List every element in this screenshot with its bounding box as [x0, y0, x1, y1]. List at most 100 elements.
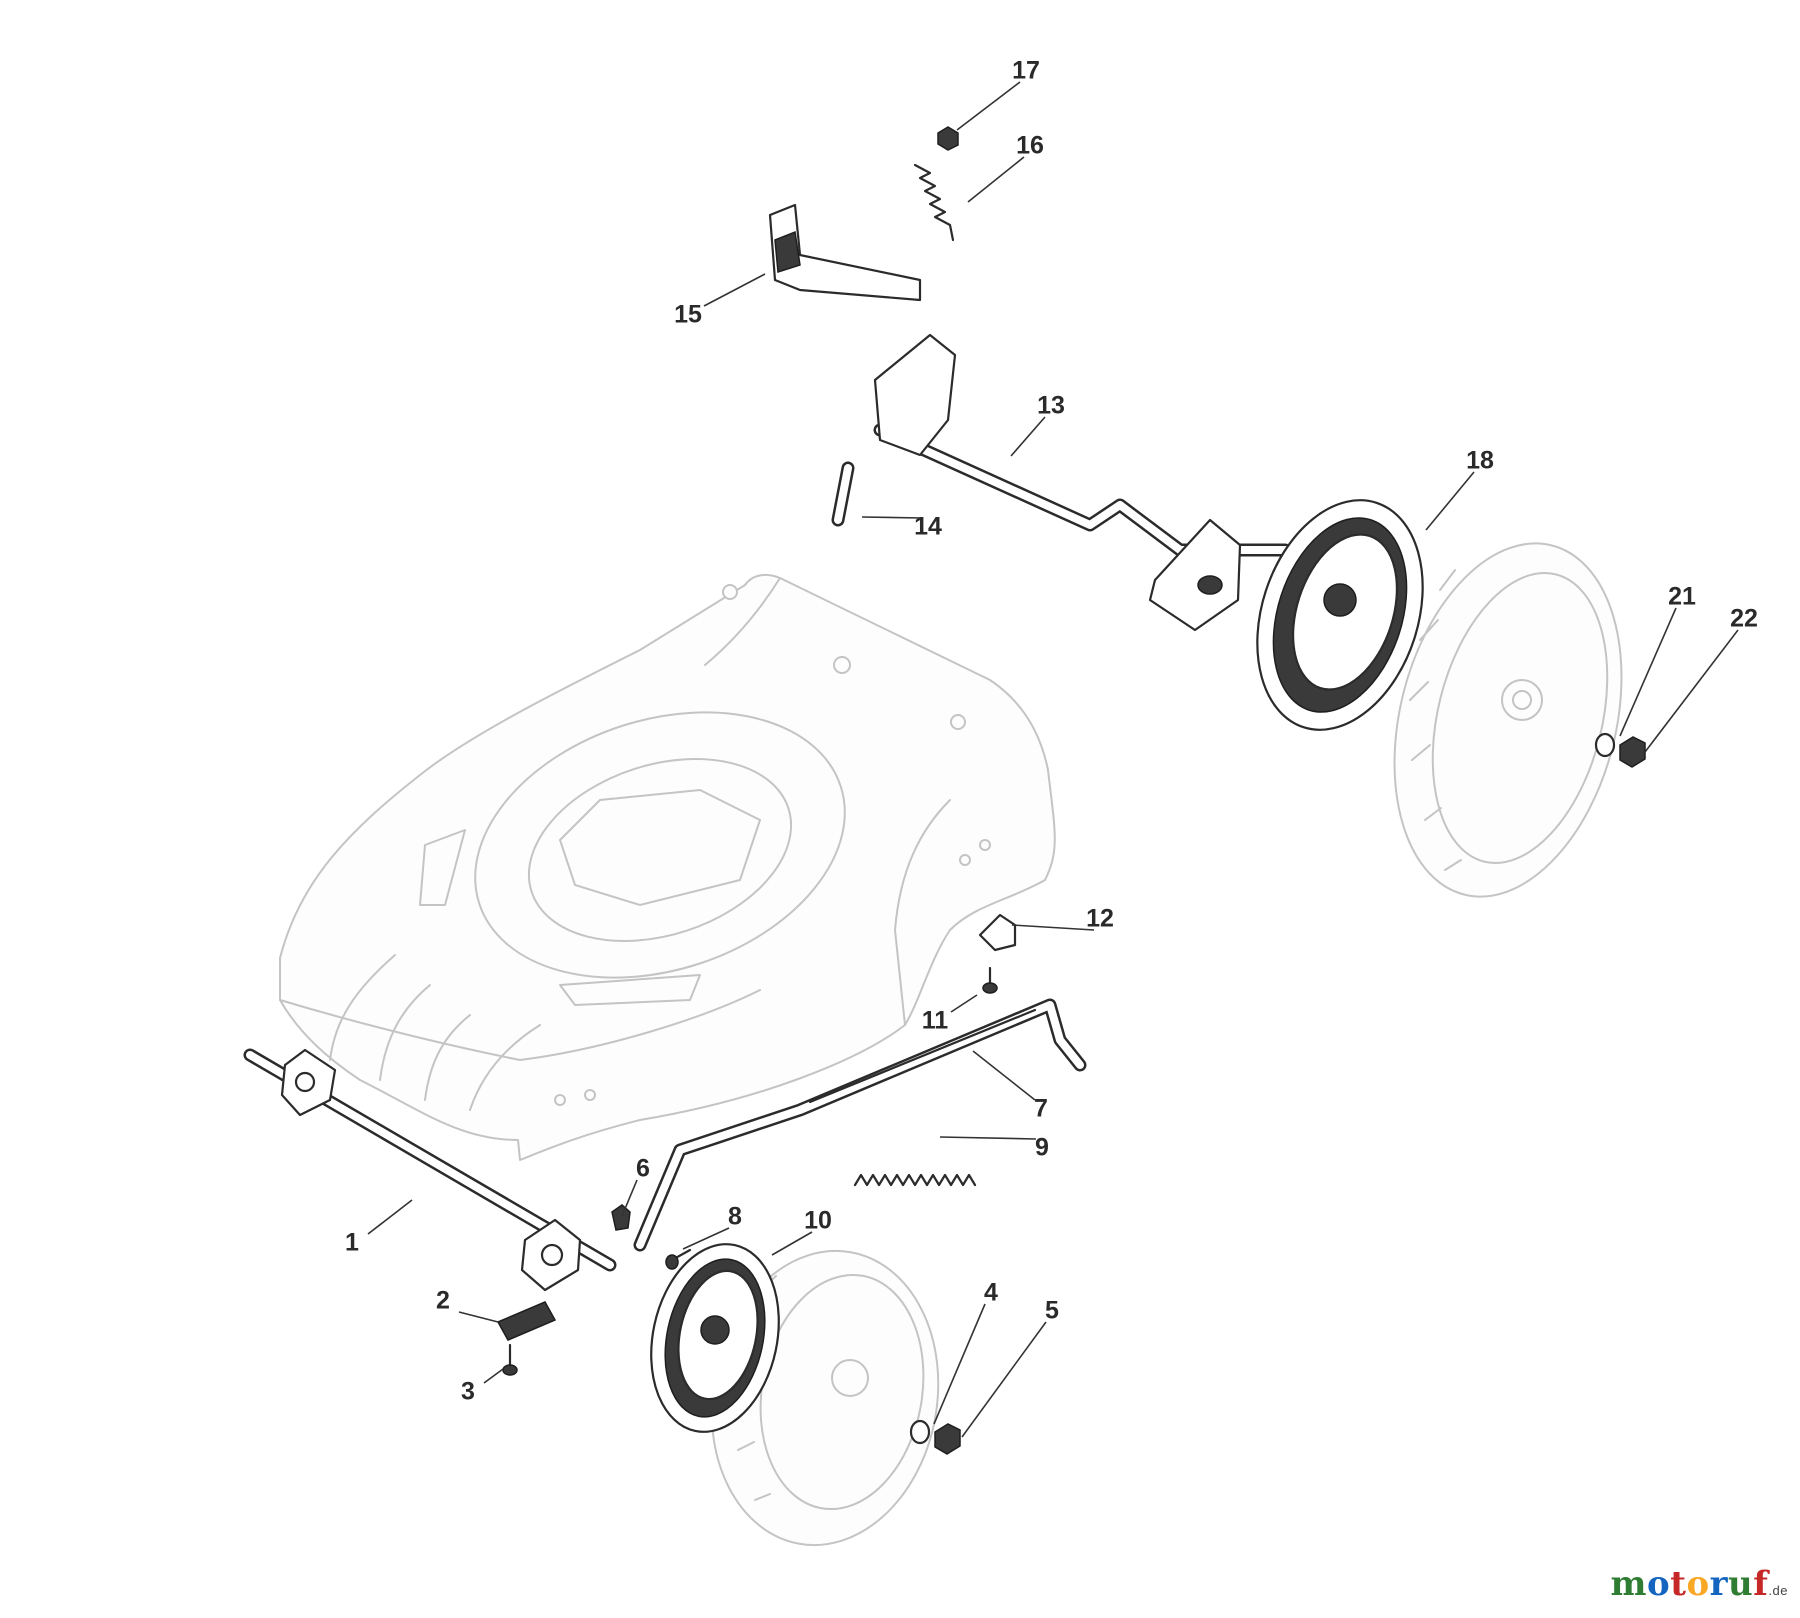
callout-10: 10	[771, 1207, 832, 1256]
leader-line	[933, 1303, 986, 1425]
callout-label: 21	[1668, 583, 1696, 611]
callout-label: 13	[1037, 392, 1065, 420]
part-4-washer	[909, 1419, 931, 1445]
part-15-handle-clamp	[768, 203, 922, 302]
part-14-pin	[831, 461, 855, 527]
watermark-letter: u	[1728, 1564, 1754, 1604]
deck-side-edge	[893, 799, 951, 1026]
leader-line	[861, 516, 923, 519]
leader-line	[483, 1368, 504, 1384]
part-11-bolt	[982, 966, 998, 994]
deck-hole-2	[833, 656, 851, 674]
part-6-clip	[611, 1204, 631, 1231]
callout-14: 14	[861, 513, 942, 541]
callout-label: 12	[1086, 905, 1114, 933]
leader-line	[939, 1136, 1037, 1140]
callout-22: 22	[1644, 605, 1758, 753]
deck-hole-7	[584, 1089, 596, 1101]
front-hub	[831, 1359, 869, 1397]
leader-line	[1425, 471, 1475, 531]
deck-rib-2	[379, 984, 431, 1081]
deck-hole-3	[950, 714, 966, 730]
watermark-letters: motoruf	[1611, 1564, 1769, 1604]
leader-line	[1644, 629, 1739, 753]
part-9-spring	[853, 1173, 977, 1187]
part-1-front-axle	[243, 1048, 617, 1292]
callout-18: 18	[1425, 447, 1494, 531]
callout-label: 17	[1012, 57, 1040, 85]
leader-line	[367, 1199, 413, 1235]
watermark-letter: r	[1709, 1564, 1729, 1604]
deck-hole-4	[959, 854, 971, 866]
motoruf-watermark: motoruf.de	[1611, 1564, 1788, 1604]
leader-line	[703, 273, 766, 307]
callout-12: 12	[1011, 905, 1114, 933]
callout-16: 16	[967, 132, 1044, 203]
callout-8: 8	[682, 1203, 742, 1250]
part-8-screw	[665, 1248, 692, 1270]
callout-11: 11	[922, 994, 978, 1035]
leader-line	[967, 156, 1025, 203]
deck-rib-1	[329, 954, 396, 1061]
callout-label: 10	[804, 1207, 832, 1235]
callout-5: 5	[961, 1297, 1059, 1438]
leader-line	[956, 81, 1021, 131]
callout-label: 15	[674, 301, 702, 329]
rear-tread	[1409, 569, 1462, 871]
callout-label: 14	[914, 513, 942, 541]
part-13-rear-axle	[873, 333, 1292, 632]
leader-line	[972, 1050, 1036, 1101]
part-18-rear-cover	[1256, 499, 1424, 731]
deck-front-vent	[559, 974, 701, 1006]
leader-line	[682, 1227, 730, 1250]
deck-rib-4	[469, 1024, 541, 1111]
watermark-letter: t	[1670, 1564, 1687, 1604]
front-wheel-ghost	[710, 1249, 940, 1547]
watermark-letter: m	[1610, 1564, 1648, 1604]
deck-hole-6	[554, 1094, 566, 1106]
leader-line	[458, 1311, 499, 1323]
rear-axle-bracket-left	[873, 333, 957, 457]
rear-wheel-ghost	[1393, 542, 1623, 898]
deck-hole-1	[722, 584, 738, 600]
callout-label: 5	[1045, 1297, 1059, 1325]
part-17-nut	[937, 126, 959, 151]
callout-3: 3	[461, 1368, 504, 1406]
callout-label: 4	[984, 1279, 998, 1307]
callout-label: 22	[1730, 605, 1758, 633]
leader-line	[1011, 924, 1095, 931]
leader-line	[950, 994, 978, 1013]
part-12-bracket	[978, 913, 1017, 952]
mower-deck-ghost	[279, 573, 1056, 1161]
part-7-height-lever	[633, 998, 1087, 1252]
leader-line	[1010, 416, 1046, 457]
watermark-suffix: .de	[1768, 1583, 1788, 1598]
watermark-letter: o	[1686, 1564, 1710, 1604]
callout-label: 7	[1034, 1095, 1048, 1123]
part-2-plate	[496, 1301, 557, 1341]
watermark-letter: o	[1647, 1564, 1671, 1604]
callout-label: 18	[1466, 447, 1494, 475]
leader-line	[961, 1321, 1047, 1438]
leader-line	[621, 1179, 638, 1217]
rear-hub-inner	[1512, 690, 1532, 710]
part-16-spring	[913, 163, 955, 242]
part-10-front-cover	[650, 1243, 780, 1433]
callout-label: 2	[436, 1287, 450, 1315]
part-3-bolt	[502, 1343, 518, 1376]
callout-6: 6	[621, 1155, 650, 1217]
part-22-nut	[1619, 736, 1646, 768]
callout-2: 2	[436, 1287, 499, 1323]
callout-13: 13	[1010, 392, 1065, 457]
leader-line	[1619, 607, 1677, 737]
leader-line	[771, 1231, 813, 1256]
callout-label: 16	[1016, 132, 1044, 160]
callout-21: 21	[1619, 583, 1696, 737]
deck-top-ridge	[704, 577, 781, 666]
part-21-washer	[1594, 732, 1616, 758]
callout-1: 1	[345, 1199, 413, 1257]
part-5-nut	[934, 1423, 961, 1455]
callout-17: 17	[956, 57, 1040, 131]
